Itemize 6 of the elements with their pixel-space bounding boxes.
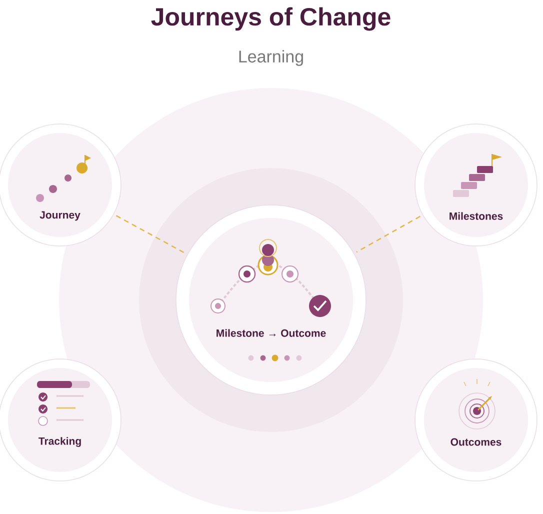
dashed-connector bbox=[356, 216, 420, 253]
title: Journeys of Change bbox=[151, 7, 390, 31]
dashed-connector bbox=[116, 215, 186, 254]
node-label: Outcomes bbox=[450, 438, 502, 446]
node-label: Milestones bbox=[450, 212, 503, 220]
subtitle: Learning bbox=[239, 50, 303, 66]
